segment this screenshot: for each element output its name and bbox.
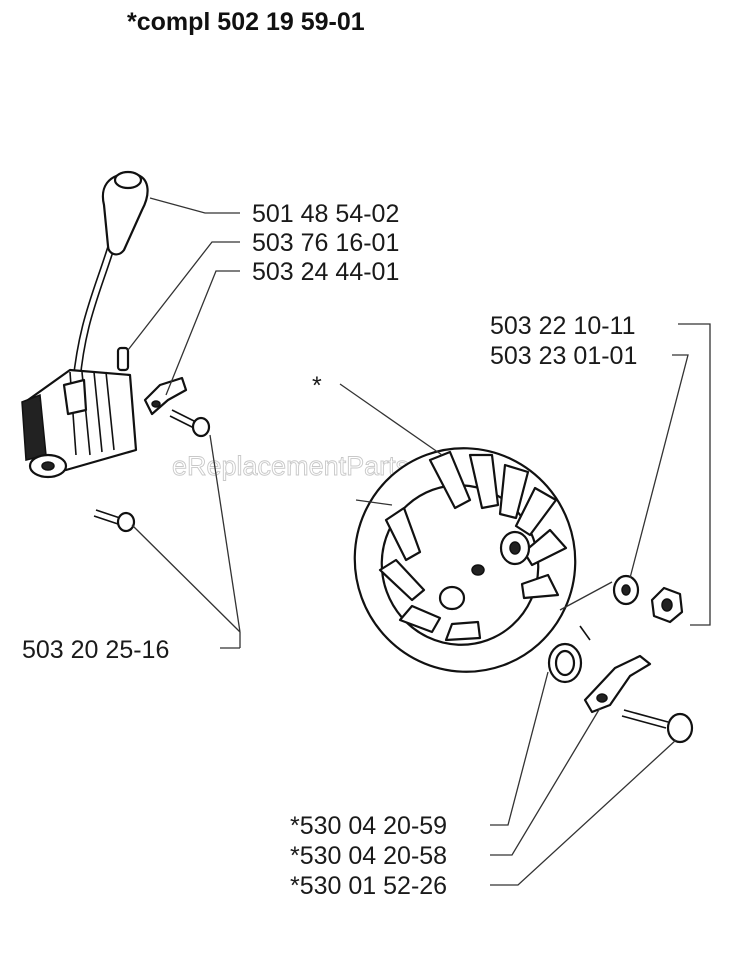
callout-nut: 503 23 01-01 xyxy=(490,342,637,370)
module-screw-lower xyxy=(93,509,136,533)
nut-drawing xyxy=(650,586,684,624)
flywheel-drawing xyxy=(353,447,577,673)
washer-drawing xyxy=(612,574,640,606)
pawl-drawing xyxy=(583,654,652,714)
assembly-title: *compl 502 19 59-01 xyxy=(127,8,365,36)
ignition-module-drawing xyxy=(21,170,211,533)
callout-module-screw: 503 20 25-16 xyxy=(22,636,169,664)
callout-spark-plug-cap: 501 48 54-02 xyxy=(252,200,399,228)
leader-lines xyxy=(127,197,711,886)
pawl-screw-drawing xyxy=(621,709,694,744)
callout-pawl-screw: *530 01 52-26 xyxy=(290,872,447,900)
callout-washer: 503 22 10-11 xyxy=(490,312,636,340)
spring-drawing xyxy=(547,625,591,684)
short-circuit-terminal-shape xyxy=(143,376,188,416)
callout-short-circuit-cable: 503 24 44-01 xyxy=(252,258,399,286)
callout-pawl: *530 04 20-58 xyxy=(290,842,447,870)
callout-flywheel: * xyxy=(312,372,322,400)
callout-ignition-module: 503 76 16-01 xyxy=(252,229,399,257)
module-screw-upper xyxy=(169,409,211,438)
spark-plug-cap-shape xyxy=(101,172,149,256)
callout-spring: *530 04 20-59 xyxy=(290,812,447,840)
